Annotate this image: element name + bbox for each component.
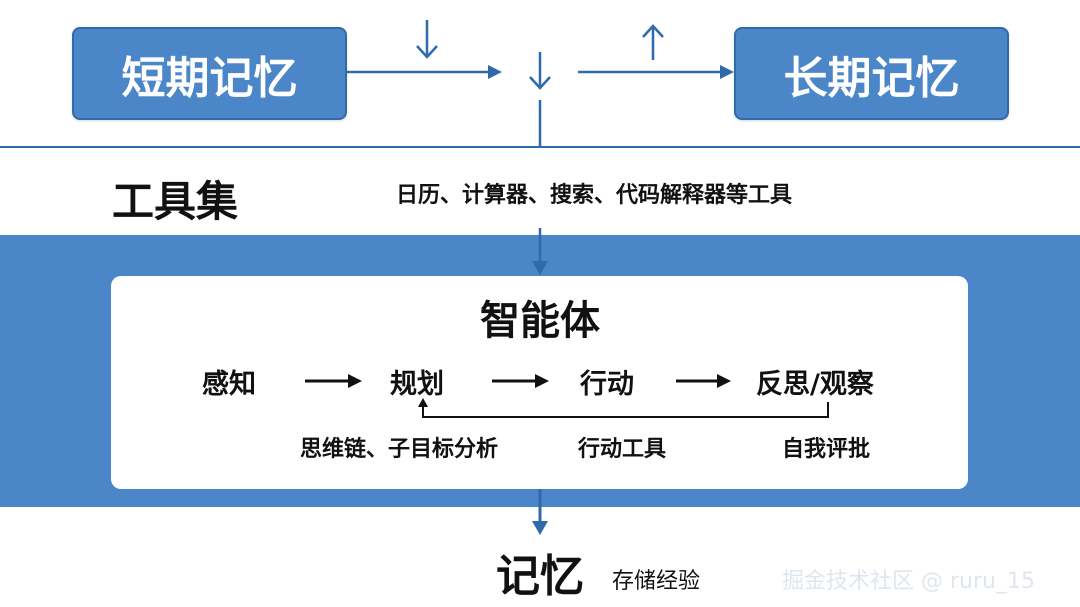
step-arrow-1-head xyxy=(348,374,362,388)
long-term-memory-label: 长期记忆 xyxy=(783,52,960,104)
note-planning: 思维链、子目标分析 xyxy=(300,437,499,462)
note-action: 行动工具 xyxy=(578,437,667,462)
step-arrow-3-head xyxy=(717,374,731,388)
memory-description: 存储经验 xyxy=(612,569,701,594)
step-arrow-2-head xyxy=(535,374,549,388)
arrowhead-center-to-long xyxy=(720,65,734,79)
watermark: 掘金技术社区 @ ruru_15 xyxy=(782,569,1035,594)
small-down-arrow-left-head xyxy=(416,45,438,59)
toolset-to-agent-head xyxy=(532,261,548,275)
step-planning: 规划 xyxy=(390,369,444,400)
arrowhead-short-to-center xyxy=(488,65,502,79)
feedback-loop xyxy=(422,402,829,418)
toolset-title: 工具集 xyxy=(112,177,239,226)
short-term-memory-label: 短期记忆 xyxy=(121,52,298,104)
short-term-memory-box: 短期记忆 xyxy=(72,27,347,120)
feedback-loop-head xyxy=(418,398,428,407)
note-reflection: 自我评批 xyxy=(782,437,871,462)
agent-title: 智能体 xyxy=(480,298,600,344)
small-up-arrow-right-head xyxy=(642,24,664,38)
memory-title: 记忆 xyxy=(496,551,584,602)
step-reflection: 反思/观察 xyxy=(756,369,874,400)
long-term-memory-box: 长期记忆 xyxy=(734,27,1009,120)
agent-to-memory-head xyxy=(532,521,548,535)
toolset-description: 日历、计算器、搜索、代码解释器等工具 xyxy=(396,183,793,208)
step-perception: 感知 xyxy=(202,369,256,400)
center-down-arrow-head xyxy=(529,76,551,90)
step-action: 行动 xyxy=(580,369,634,400)
